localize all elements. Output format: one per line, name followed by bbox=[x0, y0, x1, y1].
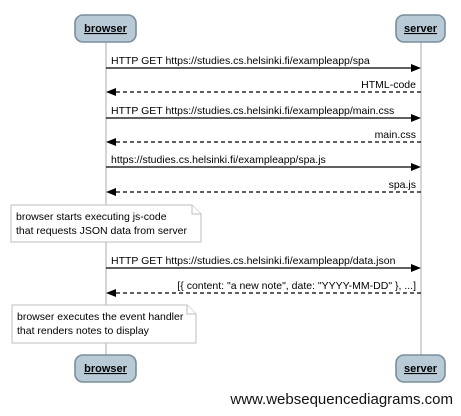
note-1-line-1: browser starts executing js-code bbox=[16, 211, 167, 223]
note-2-line-2: that renders notes to display bbox=[17, 325, 150, 337]
message-3: HTTP GET https://studies.cs.helsinki.fi/… bbox=[106, 105, 421, 122]
message-8-arrowhead bbox=[106, 289, 116, 297]
message-1-arrowhead bbox=[411, 64, 421, 72]
note-2: browser executes the event handler that … bbox=[11, 304, 197, 344]
message-8: [{ content: "a new note", date: "YYYY-MM… bbox=[106, 280, 421, 297]
message-6-arrowhead bbox=[106, 188, 116, 196]
browser-actor-bottom: browser bbox=[74, 354, 137, 383]
server-actor-bottom: server bbox=[395, 354, 446, 383]
message-3-arrowhead bbox=[411, 114, 421, 122]
server-actor-top: server bbox=[395, 14, 446, 43]
note-2-line-1: browser executes the event handler bbox=[17, 311, 184, 323]
message-2: HTML-code bbox=[106, 79, 421, 96]
watermark-link[interactable]: www.websequencediagrams.com bbox=[230, 391, 453, 408]
message-2-arrowhead bbox=[106, 88, 116, 96]
note-1: browser starts executing js-code that re… bbox=[10, 204, 202, 243]
message-7-arrowhead bbox=[411, 264, 421, 272]
message-2-label: HTML-code bbox=[361, 79, 416, 91]
message-5-label: https://studies.cs.helsinki.fi/exampleap… bbox=[111, 154, 326, 166]
message-8-label: [{ content: "a new note", date: "YYYY-MM… bbox=[177, 280, 416, 292]
message-1-label: HTTP GET https://studies.cs.helsinki.fi/… bbox=[111, 55, 370, 67]
message-5-arrowhead bbox=[411, 163, 421, 171]
server-actor-bottom-label: server bbox=[404, 363, 438, 375]
sequence-diagram: browser server browser server HTTP GET h… bbox=[10, 14, 446, 383]
note-1-line-2: that requests JSON data from server bbox=[16, 225, 187, 237]
message-7-label: HTTP GET https://studies.cs.helsinki.fi/… bbox=[111, 255, 396, 267]
message-6: spa.js bbox=[106, 179, 421, 196]
message-6-label: spa.js bbox=[389, 179, 416, 191]
server-actor-top-label: server bbox=[404, 23, 438, 35]
message-7: HTTP GET https://studies.cs.helsinki.fi/… bbox=[106, 255, 421, 272]
browser-actor-bottom-label: browser bbox=[84, 363, 128, 375]
message-3-label: HTTP GET https://studies.cs.helsinki.fi/… bbox=[111, 105, 394, 117]
browser-actor-top-label: browser bbox=[84, 23, 128, 35]
message-4: main.css bbox=[106, 129, 421, 146]
browser-actor-top: browser bbox=[74, 14, 137, 43]
message-5: https://studies.cs.helsinki.fi/exampleap… bbox=[106, 154, 421, 171]
message-4-label: main.css bbox=[375, 129, 416, 141]
message-1: HTTP GET https://studies.cs.helsinki.fi/… bbox=[106, 55, 421, 72]
message-4-arrowhead bbox=[106, 138, 116, 146]
